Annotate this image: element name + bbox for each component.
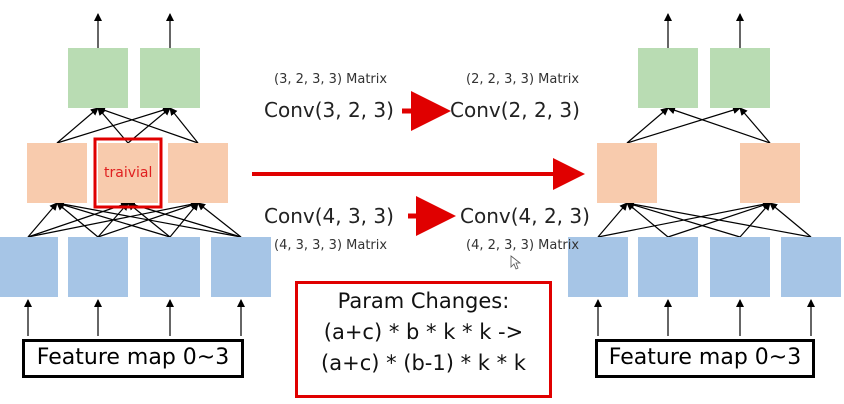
left-edge-blue-orange bbox=[127, 201, 242, 238]
left-edge-orange-green bbox=[169, 107, 199, 144]
top-after-matrix: (2, 2, 3, 3) Matrix bbox=[466, 72, 580, 87]
left-blue-node bbox=[68, 237, 128, 297]
left-network bbox=[0, 13, 271, 336]
right-edge-blue-orange bbox=[739, 202, 771, 238]
mouse-cursor-icon bbox=[510, 255, 522, 270]
right-blue-node bbox=[568, 237, 628, 297]
left-orange-node bbox=[98, 143, 158, 203]
left-feature-map-label: Feature map 0~3 bbox=[22, 339, 244, 378]
right-edge-orange-green bbox=[667, 106, 771, 144]
right-network bbox=[568, 13, 841, 336]
right-edge-orange-green bbox=[739, 107, 771, 144]
param-changes-line2: (a+c) * (b-1) * k * k bbox=[321, 351, 526, 375]
trivial-label: traivial bbox=[104, 165, 153, 181]
param-changes-box: Param Changes: (a+c) * b * k * k -> (a+c… bbox=[295, 281, 552, 398]
left-blue-node bbox=[0, 237, 58, 297]
left-blue-node bbox=[211, 237, 271, 297]
trivial-highlight-box bbox=[93, 137, 163, 209]
left-orange-node bbox=[168, 143, 228, 203]
left-orange-node bbox=[27, 143, 87, 203]
right-orange-node bbox=[597, 143, 657, 203]
param-changes-title: Param Changes: bbox=[337, 289, 510, 313]
bottom-after-matrix: (4, 2, 3, 3) Matrix bbox=[466, 238, 580, 253]
right-edge-blue-orange bbox=[626, 201, 741, 238]
bottom-before-matrix: (4, 3, 3, 3) Matrix bbox=[274, 238, 388, 253]
right-blue-node bbox=[638, 237, 698, 297]
right-edge-orange-green bbox=[626, 106, 741, 144]
right-edge-orange-green bbox=[626, 107, 669, 144]
left-green-node bbox=[140, 48, 200, 108]
right-blue-node bbox=[710, 237, 770, 297]
left-edge-blue-orange bbox=[56, 201, 171, 238]
right-green-node bbox=[638, 48, 698, 108]
top-before-conv: Conv(3, 2, 3) bbox=[264, 98, 394, 122]
bottom-after-conv: Conv(4, 2, 3) bbox=[460, 204, 590, 228]
left-edge-blue-orange bbox=[56, 202, 99, 238]
right-blue-node bbox=[781, 237, 841, 297]
right-edge-blue-orange bbox=[626, 202, 669, 238]
right-edge-blue-orange bbox=[626, 200, 812, 238]
left-edge-blue-orange bbox=[197, 202, 242, 238]
right-green-node bbox=[710, 48, 770, 108]
left-edge-blue-orange bbox=[27, 202, 58, 238]
left-edge-blue-orange bbox=[56, 200, 242, 238]
top-before-matrix: (3, 2, 3, 3) Matrix bbox=[274, 72, 388, 87]
left-edge-orange-green bbox=[56, 107, 99, 144]
left-edge-orange-green bbox=[97, 106, 199, 144]
right-edge-blue-orange bbox=[769, 202, 812, 238]
right-orange-node bbox=[740, 143, 800, 203]
left-green-node bbox=[68, 48, 128, 108]
param-changes-line1: (a+c) * b * k * k -> bbox=[323, 320, 524, 344]
right-feature-map-label: Feature map 0~3 bbox=[595, 339, 815, 378]
right-edge-blue-orange bbox=[597, 202, 628, 238]
bottom-before-conv: Conv(4, 3, 3) bbox=[264, 204, 394, 228]
top-after-conv: Conv(2, 2, 3) bbox=[450, 98, 580, 122]
left-blue-node bbox=[140, 237, 200, 297]
